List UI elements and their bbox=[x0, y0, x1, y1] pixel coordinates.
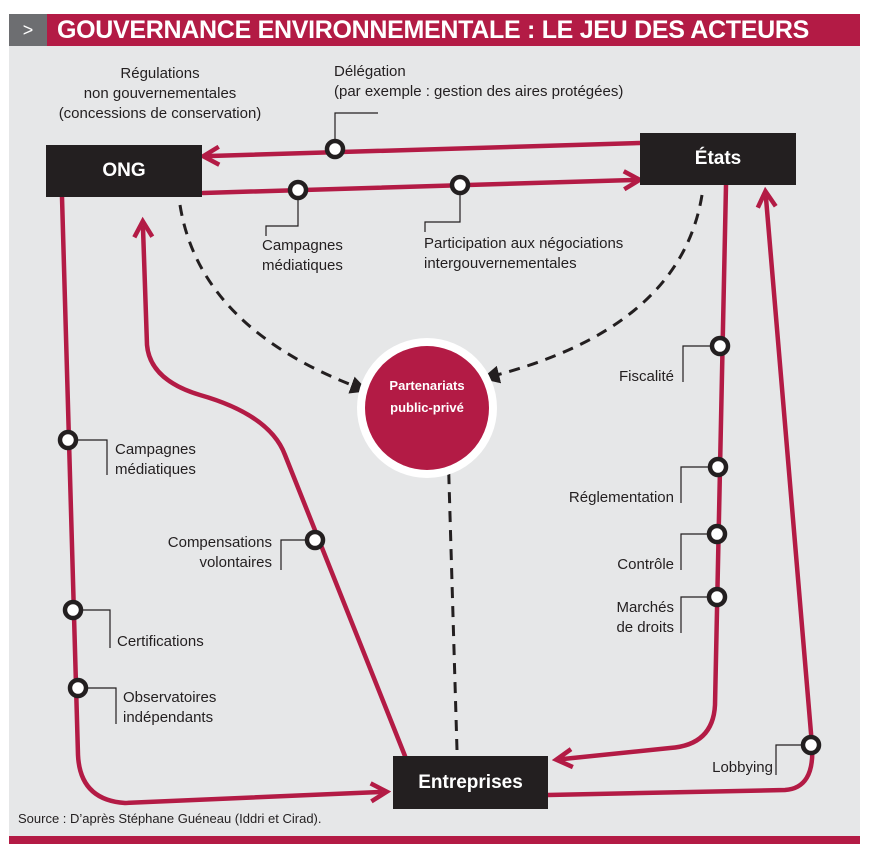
arrow-entreprises-to-ong bbox=[132, 216, 408, 759]
label-delegation: Délégation(par exemple : gestion des air… bbox=[334, 63, 624, 100]
node-campagnes-left bbox=[57, 429, 79, 451]
node-reglementation bbox=[707, 456, 729, 478]
node-fiscalite bbox=[709, 335, 731, 357]
arrow-ong-to-etats bbox=[200, 169, 645, 196]
label-controle: Contrôle bbox=[617, 556, 674, 573]
node-delegation bbox=[324, 138, 346, 160]
node-campagnes-top bbox=[287, 179, 309, 201]
arrow-etats-to-entreprises bbox=[551, 182, 729, 770]
node-lobbying bbox=[800, 734, 822, 756]
actor-ong: ONG bbox=[46, 145, 202, 197]
source-note: Source : D’après Stéphane Guéneau (Iddri… bbox=[18, 811, 322, 826]
ppp-label: Partenariats public-privé bbox=[360, 375, 494, 419]
ppp-line1: Partenariats bbox=[389, 378, 465, 393]
header-arrow-icon: > bbox=[9, 14, 47, 46]
label-certifications: Certifications bbox=[117, 633, 204, 650]
page-title: GOUVERNANCE ENVIRONNEMENTALE : LE JEU DE… bbox=[47, 14, 860, 46]
node-marches bbox=[706, 586, 728, 608]
label-fiscalite: Fiscalité bbox=[618, 368, 674, 385]
dashed-etats-to-ppp bbox=[481, 194, 704, 384]
node-controle bbox=[706, 523, 728, 545]
arrow-ong-to-entreprises bbox=[59, 194, 392, 806]
actor-etats: États bbox=[640, 133, 796, 185]
ppp-line2: public-privé bbox=[390, 400, 464, 415]
label-reglementation: Réglementation bbox=[568, 489, 674, 506]
dashed-ong-to-ppp bbox=[178, 204, 369, 394]
node-compensations bbox=[304, 529, 326, 551]
label-lobbying: Lobbying bbox=[712, 759, 773, 776]
arrow-etats-to-ong bbox=[198, 140, 643, 167]
bottom-divider bbox=[9, 836, 860, 844]
dashed-entreprises-to-ppp bbox=[439, 444, 459, 751]
node-certifications bbox=[62, 599, 84, 621]
actor-entreprises: Entreprises bbox=[393, 756, 548, 809]
node-observatoires bbox=[67, 677, 89, 699]
node-participation bbox=[449, 174, 471, 196]
ppp-circle bbox=[365, 346, 489, 470]
